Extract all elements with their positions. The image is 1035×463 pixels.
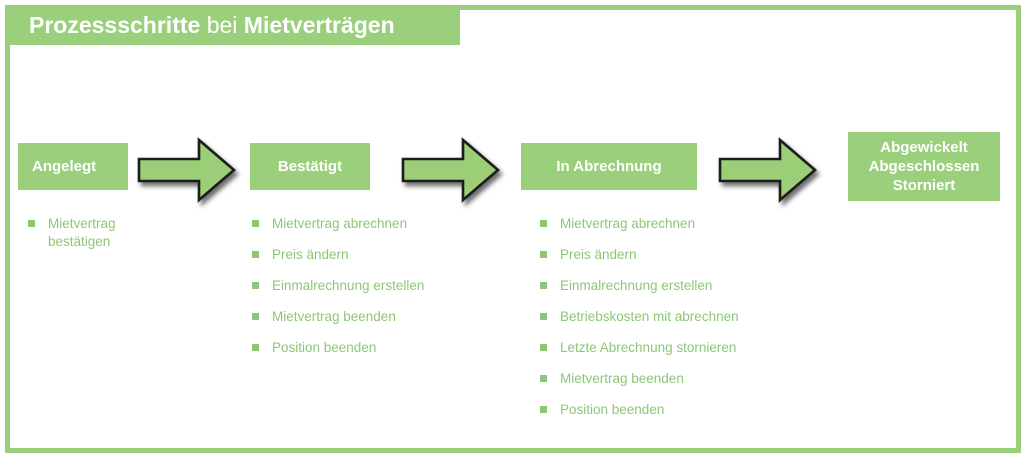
stage-box-in-abrechnung[interactable]: In Abrechnung (521, 143, 697, 190)
list-item: Betriebskosten mit abrechnen (540, 308, 830, 326)
stage-box-label-line-2: Abgeschlossen (868, 158, 980, 175)
stage-box-label-line-3: Storniert (892, 177, 956, 194)
bullet-square-icon (540, 375, 547, 382)
list-item: Einmalrechnung erstellen (252, 277, 502, 295)
list-item: Preis ändern (252, 246, 502, 264)
list-item-label: Mietvertrag beenden (272, 309, 396, 324)
list-item: Mietvertrag beenden (540, 370, 830, 388)
list-item-label: Betriebskosten mit abrechnen (560, 309, 739, 324)
action-list-bestaetigt: Mietvertrag abrechnen Preis ändern Einma… (252, 215, 502, 370)
title-banner: Prozessschritte bei Mietverträgen (5, 5, 460, 45)
bullet-square-icon (252, 344, 259, 351)
bullet-square-icon (252, 282, 259, 289)
right-arrow-icon (137, 137, 237, 203)
title-bold-part-1: Prozessschritte (29, 12, 201, 38)
list-item-label: Mietvertrag bestätigen (48, 216, 116, 249)
stage-box-label-multiline: Abgewickelt Abgeschlossen Storniert (869, 138, 980, 195)
list-item-label: Einmalrechnung erstellen (560, 278, 713, 293)
list-item: Mietvertrag bestätigen (28, 215, 218, 251)
list-item: Position beenden (252, 339, 502, 357)
list-item: Mietvertrag beenden (252, 308, 502, 326)
stage-box-angelegt[interactable]: Angelegt (18, 143, 128, 190)
list-item-label: Preis ändern (272, 247, 349, 262)
bullet-square-icon (540, 406, 547, 413)
slide-frame-border (5, 5, 1021, 453)
list-item-label: Position beenden (272, 340, 377, 355)
title-bold-part-2: Mietverträgen (243, 12, 395, 38)
bullet-square-icon (252, 251, 259, 258)
list-item: Einmalrechnung erstellen (540, 277, 830, 295)
bullet-square-icon (540, 313, 547, 320)
bullet-square-icon (540, 220, 547, 227)
list-item-label: Letzte Abrechnung stornieren (560, 340, 737, 355)
bullet-square-icon (540, 344, 547, 351)
stage-box-label: Angelegt (32, 158, 97, 175)
list-item-label: Mietvertrag abrechnen (272, 216, 408, 231)
list-item: Mietvertrag abrechnen (540, 215, 830, 233)
action-list-angelegt: Mietvertrag bestätigen (28, 215, 218, 264)
list-item: Preis ändern (540, 246, 830, 264)
stage-box-label: In Abrechnung (556, 158, 662, 175)
stage-box-abgewickelt[interactable]: Abgewickelt Abgeschlossen Storniert (848, 132, 1000, 201)
list-item-label: Preis ändern (560, 247, 637, 262)
list-item-label: Einmalrechnung erstellen (272, 278, 425, 293)
bullet-square-icon (252, 313, 259, 320)
list-item: Position beenden (540, 401, 830, 419)
stage-box-label: Bestätigt (277, 158, 343, 175)
action-list-in-abrechnung: Mietvertrag abrechnen Preis ändern Einma… (540, 215, 830, 432)
list-item: Letzte Abrechnung stornieren (540, 339, 830, 357)
bullet-square-icon (540, 282, 547, 289)
bullet-square-icon (540, 251, 547, 258)
bullet-square-icon (252, 220, 259, 227)
page-title: Prozessschritte bei Mietverträgen (29, 13, 395, 37)
list-item-label: Mietvertrag abrechnen (560, 216, 696, 231)
right-arrow-icon (718, 137, 818, 203)
bullet-square-icon (28, 220, 35, 227)
right-arrow-icon (401, 137, 501, 203)
stage-box-bestaetigt[interactable]: Bestätigt (250, 143, 370, 190)
title-regular-part: bei (200, 12, 244, 38)
list-item-label: Mietvertrag beenden (560, 371, 684, 386)
list-item-label: Position beenden (560, 402, 665, 417)
stage-box-label-line-1: Abgewickelt (880, 139, 968, 156)
list-item: Mietvertrag abrechnen (252, 215, 502, 233)
